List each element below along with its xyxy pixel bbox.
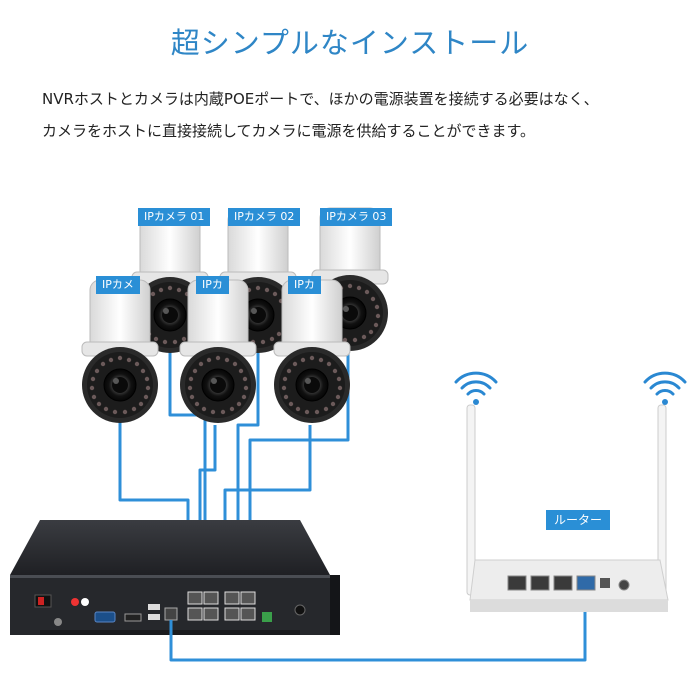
camera-label-front-3: IPカ	[288, 276, 321, 294]
ip-camera-front-1	[81, 279, 159, 424]
ip-camera-front-3	[273, 279, 351, 424]
router-cable	[169, 600, 587, 662]
page-title: 超シンプルなインストール	[170, 26, 530, 60]
camera-label-01: IPカメラ 01	[138, 208, 211, 226]
camera-label-front-1: IPカメ	[96, 276, 140, 294]
router-label: ルーター	[546, 510, 611, 530]
wifi-icon	[643, 371, 687, 405]
camera-label-02: IPカメラ 02	[228, 208, 301, 226]
description-line-1: NVRホストとカメラは内蔵POEポートで、ほかの電源装置を接続する必要はなく、	[42, 90, 599, 108]
ip-camera-front-2	[179, 279, 257, 424]
description-line-2: カメラをホストに直接接続してカメラに電源を供給することができます。	[42, 122, 536, 140]
camera-label-03: IPカメラ 03	[320, 208, 393, 226]
wifi-icon	[454, 371, 498, 405]
nvr-recorder	[10, 520, 340, 635]
camera-label-front-2: IPカ	[196, 276, 229, 294]
router	[466, 404, 669, 612]
